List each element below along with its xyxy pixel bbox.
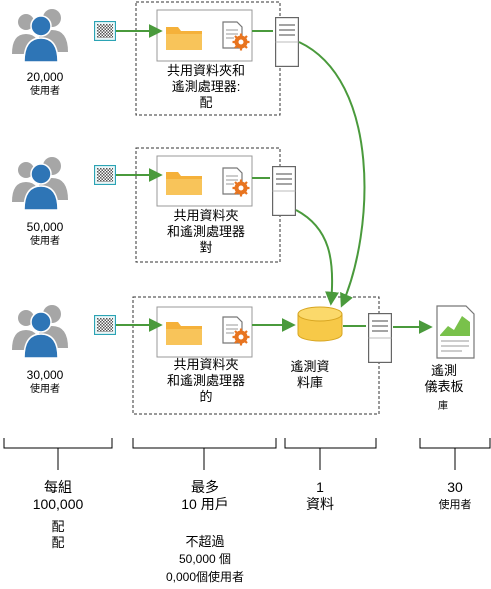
share-box [156,306,253,358]
dashboard-icon [436,305,475,359]
dashboard-sublabel: 庫 [438,401,448,412]
folder-processor-label: 共用資料夾和 遙測處理器: 配 [166,63,245,110]
users-group-icon [12,156,69,210]
users-count-label: 30,000 [26,368,64,382]
users-caption-label: 使用者 [30,384,60,395]
processor-gear-icon [221,21,250,51]
client-monitor-icon [94,315,116,335]
folder-icon [166,27,202,50]
folder-icon [166,172,202,195]
server-icon [272,166,296,216]
footer-col3-main: 1 資料 [306,479,334,512]
footer-col2-sub2: 50,000 個 [178,552,232,566]
row-3 [12,296,475,415]
database-icon [297,306,343,342]
footer-col2-sub1: 不超過 [185,534,225,549]
folder-processor-label: 共用資料夾 和遙測處理器 對 [166,208,245,255]
client-monitor-icon [94,165,116,185]
processor-gear-icon [221,167,250,197]
server-icon [275,17,299,67]
users-group-icon [12,8,69,62]
footer-col2-sub3: 0,000個使用者 [165,570,245,584]
users-caption-label: 使用者 [30,86,60,97]
row-1 [12,1,299,116]
footer-col4-main: 30 [447,479,463,495]
client-monitor-icon [94,21,116,41]
row-2 [12,147,296,263]
server-icon [368,312,392,364]
database-label: 遙測資 料庫 [290,359,330,390]
dashboard-label: 遙測 儀表板 [424,363,464,394]
folder-processor-label: 共用資料夾 和遙測處理器 的 [166,357,245,404]
users-count-label: 20,000 [26,70,64,84]
processor-gear-icon [221,316,250,346]
region-box [132,296,380,415]
users-count-label: 50,000 [26,220,64,234]
footer-col4-sub: 使用者 [438,499,472,511]
users-caption-label: 使用者 [30,236,60,247]
footer-brackets [3,438,491,470]
users-group-icon [12,304,69,358]
footer-col2-main: 最多 10 用戶 [181,479,229,512]
curved-arrow [295,209,340,306]
footer-col1-main: 每組 100,000 [32,479,84,512]
curved-arrow [298,41,366,308]
footer-col1-sub: 配 配 [51,519,65,550]
folder-icon [166,322,202,345]
